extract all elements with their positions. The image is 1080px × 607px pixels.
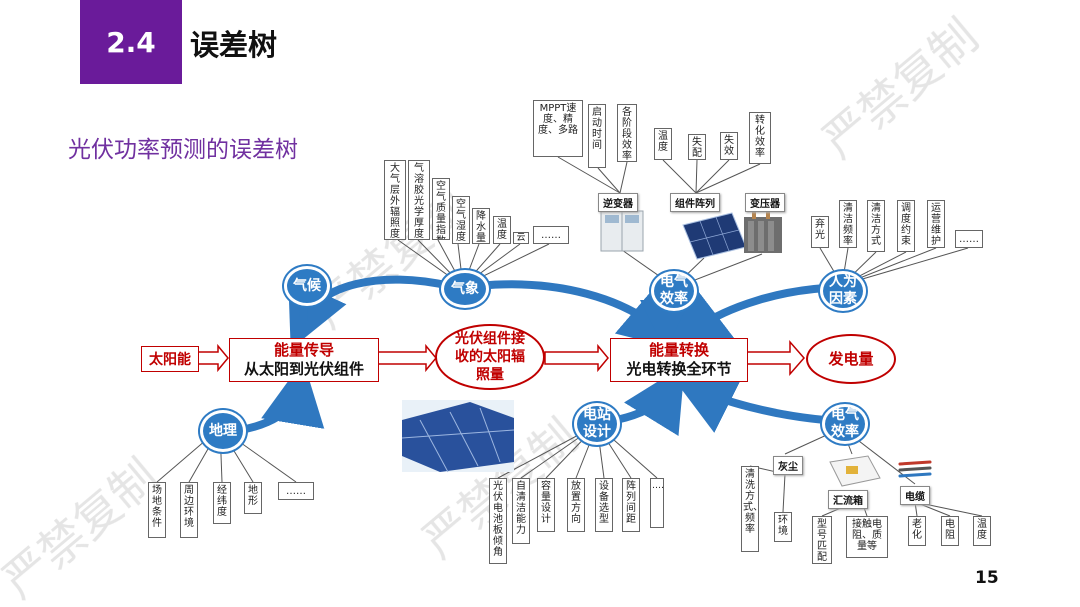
equipment-item: 启动时间 [588,104,606,168]
geography-item: 地形 [244,482,262,514]
geography-bubble: 地理 [200,410,246,452]
electrical-efficiency-bubble-bottom: 电气效率 [822,404,868,444]
design-item: 容量设计 [537,478,555,532]
design-item: 自清洁能力 [512,478,530,544]
weather-bubble: 气象 [441,270,489,308]
human-item: 清洁频率 [839,200,857,248]
combiner-box-image [829,455,881,487]
power-output-ellipse: 发电量 [806,334,896,384]
human-factors-bubble: 人为因素 [820,271,866,311]
section-title: 误差树 [190,28,278,62]
solar-array-image [682,212,747,260]
energy-transfer-box: 能量传导 从太阳到光伏组件 [229,338,379,382]
human-item: 运营维护 [927,200,945,248]
weather-item: 大气层外辐照度 [384,160,406,240]
station-design-bubble: 电站设计 [574,403,620,445]
weather-item: …… [533,226,569,244]
energy-conversion-box: 能量转换 光电转换全环节 [610,338,748,382]
loss-item: 电阻 [941,516,959,546]
weather-item: 空气质量指数 [432,178,450,240]
equipment-item: 各阶段效率 [617,104,637,162]
transformer-image [744,211,782,253]
section-number: 2.4 [80,0,182,84]
electrical-efficiency-bubble-top: 电气效率 [651,271,697,311]
page-number: 15 [975,568,999,588]
weather-item: 空气湿度 [452,196,470,244]
human-item: 调度约束 [897,200,915,252]
energy-transfer-subtitle: 从太阳到光伏组件 [243,360,364,378]
equipment-item: 转化效率 [749,112,771,164]
cable-image [898,460,932,478]
dust-label: 灰尘 [773,456,803,475]
human-item: 弃光 [811,216,829,248]
arrow-geography-to-transfer [236,360,325,434]
irradiance-ellipse: 光伏组件接收的太阳辐照量 [435,324,545,390]
inverter-label: 逆变器 [598,193,638,212]
watermark-text-1: 严禁复制 [0,449,168,607]
energy-conversion-title: 能量转换 [648,341,709,359]
array-label: 组件阵列 [670,193,720,212]
geography-item: 经纬度 [213,482,231,524]
solar-field-image [401,400,515,473]
combiner-label: 汇流箱 [828,490,868,509]
equipment-item: 失配 [688,134,706,160]
human-item: 清洁方式 [867,200,885,252]
weather-item: 温度 [493,216,511,244]
geography-item: 周边环境 [180,482,198,538]
loss-item: 老化 [908,516,926,546]
climate-bubble: 气候 [284,266,330,306]
watermark-text-4: 严禁复制 [812,9,988,169]
solar-energy-box: 太阳能 [141,346,199,372]
loss-item: 清洗方式、频率 [741,466,759,552]
geography-item: …… [278,482,314,500]
arrow-weather-to-conversion [474,280,685,351]
arrow-design-to-conversion [612,364,685,437]
weather-item: 气溶胶光学厚度 [408,160,430,240]
slide-subtitle: 光伏功率预测的误差树 [68,137,298,163]
energy-transfer-title: 能量传导 [273,341,334,359]
loss-item: 温度 [973,516,991,546]
arrow-irradiance-to-conversion [544,343,609,373]
design-item: 放置方向 [567,478,585,532]
weather-item: 降水量 [472,208,490,244]
energy-conversion-subtitle: 光电转换全环节 [626,360,732,378]
arrow-conversion-to-output [745,340,805,376]
loss-item: 型号匹配 [812,516,832,564]
arrow-efficiency-bottom-to-conversion [671,375,829,433]
equipment-item: MPPT速度、精度、多路 [533,100,583,157]
equipment-item: 失效 [720,132,738,160]
arrow-transfer-to-irradiance [377,343,437,373]
design-item: …… [650,478,664,528]
loss-item: 环境 [774,512,792,542]
human-item: …… [955,230,983,248]
transformer-label: 变压器 [745,193,785,212]
design-item: 光伏电池板倾角 [489,478,507,564]
arrow-weather-to-transfer [288,275,454,350]
loss-item: 接触电阻、质量等 [846,516,888,558]
design-item: 设备选型 [595,478,613,532]
geography-item: 场地条件 [148,482,166,538]
arrow-human-to-conversion [664,284,829,353]
design-item: 阵列间距 [622,478,640,532]
equipment-item: 温度 [654,128,672,160]
weather-item: 云 [513,232,529,244]
cable-label: 电缆 [900,486,930,505]
inverter-image [600,210,644,252]
arrow-sun-to-transfer [197,343,229,373]
